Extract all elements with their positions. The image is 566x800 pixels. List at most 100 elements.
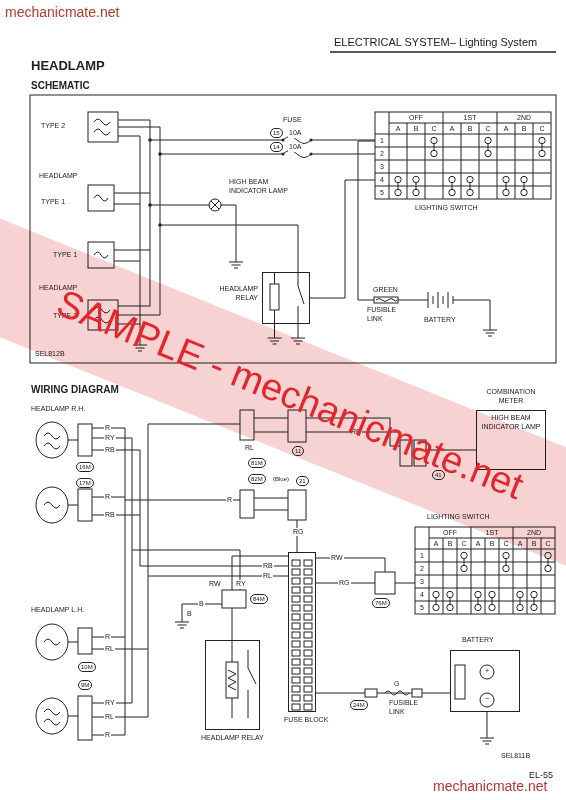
- ground-symbol: [268, 338, 282, 344]
- table-cell: OFF: [429, 527, 471, 538]
- component-box: FUSE BLOCK: [288, 552, 316, 712]
- battery-post: [480, 693, 494, 707]
- table-cell: 3: [375, 160, 389, 173]
- part-label: B: [198, 600, 205, 609]
- fuse-slot: [304, 569, 312, 575]
- table-cell: B: [461, 123, 479, 134]
- part-label: SCHEMATIC: [30, 80, 91, 93]
- table-cell: A: [497, 123, 515, 134]
- wire: [114, 120, 160, 324]
- part-label: R: [104, 731, 111, 740]
- component-box: HEADLAMP RELAY: [205, 640, 260, 730]
- wire: [297, 520, 385, 572]
- part-label: RL: [104, 645, 115, 654]
- switch-link: [478, 598, 479, 605]
- callout-number: 14: [270, 142, 283, 152]
- fuse-slot: [292, 650, 300, 656]
- component-text: +: [480, 667, 494, 676]
- switch-contact: [531, 591, 537, 597]
- callout-number: 24M: [350, 700, 368, 710]
- switch-link: [470, 183, 471, 190]
- wire: [150, 205, 298, 272]
- callout-number: 15: [270, 128, 283, 138]
- connector: [240, 410, 254, 440]
- callout-number: 17M: [76, 478, 94, 488]
- switch-contact: [489, 604, 495, 610]
- switch-link: [452, 183, 453, 190]
- page-title: HEADLAMP: [30, 58, 106, 74]
- part-label: HEADLAMP R.H.: [30, 405, 86, 414]
- wire-connector: [316, 583, 415, 584]
- table-cell: 1: [415, 549, 429, 562]
- switch-contact: [521, 189, 527, 195]
- connector: [240, 490, 254, 518]
- component-text: −: [480, 695, 494, 704]
- part-label: RL: [262, 572, 273, 581]
- table-cell: B: [485, 538, 499, 549]
- part-label: TYPE 2: [40, 122, 66, 131]
- callout-number: 21: [296, 476, 309, 486]
- connector: [78, 628, 92, 654]
- table-rule: [375, 186, 551, 187]
- table-rule: [429, 538, 555, 539]
- table-rule: [415, 562, 555, 563]
- table-cell: B: [527, 538, 541, 549]
- table-rule: [415, 549, 555, 550]
- table-cell: 1: [375, 134, 389, 147]
- connector: [412, 689, 422, 697]
- part-label: RL: [244, 444, 255, 453]
- circle-shape: [148, 203, 152, 207]
- switch-contact: [413, 176, 419, 182]
- component-label: BATTERY: [424, 316, 456, 325]
- switch-contact: [489, 591, 495, 597]
- ground-symbol: [480, 738, 494, 744]
- component-label: COMBINATION METER: [481, 388, 541, 406]
- table-cell: 2: [375, 147, 389, 160]
- circle-shape: [282, 153, 285, 156]
- table-cell: A: [429, 538, 443, 549]
- relay-contact: [275, 272, 305, 338]
- connector: [222, 590, 246, 608]
- switch-contact: [467, 176, 473, 182]
- fuse-slot: [304, 677, 312, 683]
- switch-link: [506, 559, 507, 566]
- ground-symbol: [291, 338, 305, 344]
- connector: [375, 572, 395, 594]
- switch-contact: [485, 150, 491, 156]
- switch-contact: [467, 189, 473, 195]
- switch-link: [534, 598, 535, 605]
- part-label: R: [104, 424, 111, 433]
- fuse-slot: [304, 614, 312, 620]
- component-label: LIGHTING SWITCH: [427, 513, 490, 522]
- switch-contact: [531, 604, 537, 610]
- switch-link: [436, 598, 437, 605]
- part-label: HEADLAMP L.H.: [30, 606, 85, 615]
- fusible-link: [374, 297, 398, 303]
- table-cell: 5: [415, 601, 429, 614]
- switch-contact: [517, 591, 523, 597]
- wire: [487, 712, 488, 738]
- junction-dots: [148, 138, 312, 227]
- switch-contact: [433, 604, 439, 610]
- switch-contact: [461, 552, 467, 558]
- circle-shape: [158, 152, 162, 156]
- component-label: LIGHTING SWITCH: [415, 204, 478, 213]
- fuse-slot: [304, 623, 312, 629]
- component-label: BATTERY: [462, 636, 494, 645]
- wire-color-label: RG: [338, 579, 351, 588]
- fuse-slot: [292, 596, 300, 602]
- circle-shape: [158, 223, 162, 227]
- wire: [150, 140, 375, 154]
- table-cell: 5: [375, 186, 389, 199]
- callout-number: 16M: [76, 462, 94, 472]
- switch-contact: [447, 604, 453, 610]
- fuse-slot: [304, 560, 312, 566]
- switch-link: [450, 598, 451, 605]
- circle-shape: [310, 139, 313, 142]
- callout-number: 9M: [78, 680, 92, 690]
- switch-link: [434, 144, 435, 151]
- component-label: HEADLAMP RELAY: [204, 285, 258, 303]
- switch-table: [415, 527, 555, 614]
- connector: [78, 489, 92, 521]
- part-label: GREEN: [372, 286, 399, 295]
